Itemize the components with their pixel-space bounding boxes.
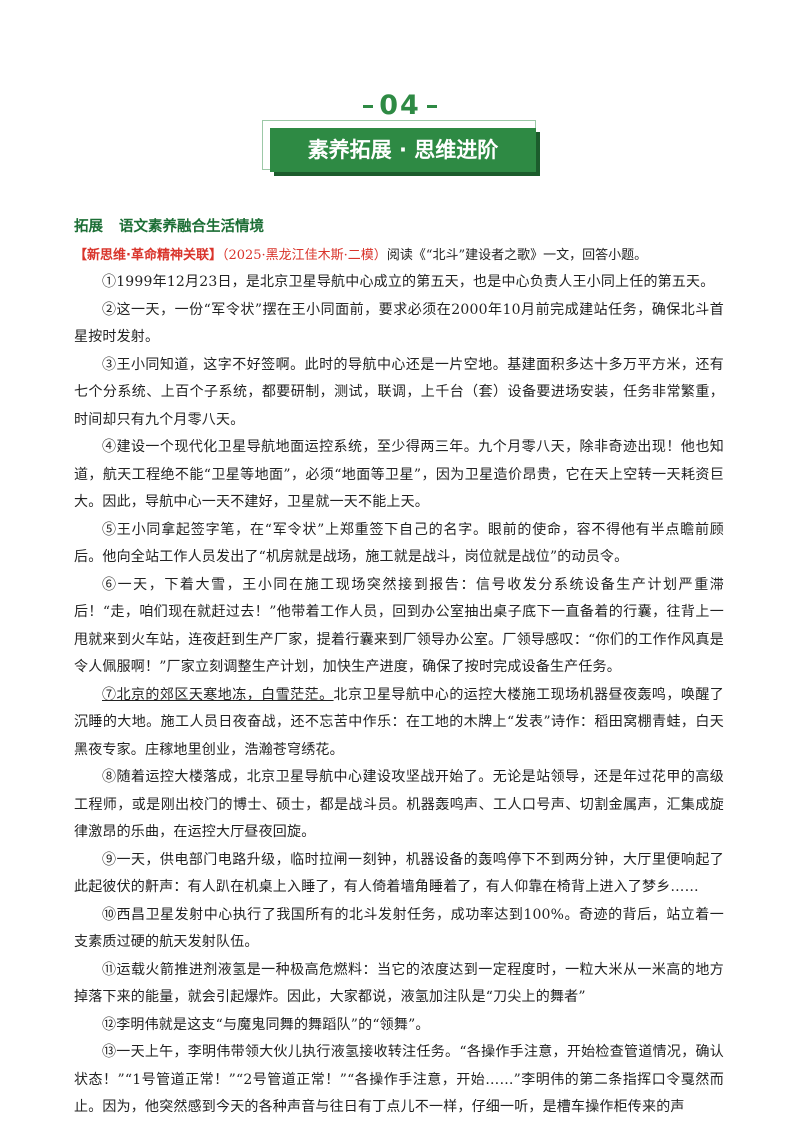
paragraph-12: ⑫李明伟就是这支“与魔鬼同舞的舞蹈队”的“领舞”。: [102, 1016, 430, 1033]
section-label: 拓展: [74, 219, 103, 235]
source-text: 阅读《“北斗”建设者之歌》一文，回答小题。: [386, 247, 648, 263]
paragraph-6: ⑥一天，下着大雪，王小同在施工现场突然接到报告：信号收发分系统设备生产计划严重滞…: [74, 576, 724, 676]
paragraph-10: ⑩西昌卫星发射中心执行了我国所有的北斗发射任务，成功率达到100%。奇迹的背后，…: [74, 906, 724, 951]
section-banner: 素养拓展 · 思维进阶: [262, 120, 536, 172]
source-info: （2025·黑龙江佳木斯·二模）: [221, 247, 387, 263]
paragraph-2: ②这一天，一份“军令状”摆在王小同面前，要求必须在2000年10月前完成建站任务…: [74, 301, 724, 346]
paragraph-1: ①1999年12月23日，是北京卫星导航中心成立的第五天，也是中心负责人王小同上…: [102, 274, 715, 290]
document-body: 拓展语文素养融合生活情境 【新思维·革命精神关联】（2025·黑龙江佳木斯·二模…: [74, 214, 724, 1122]
section-number-text: 04: [379, 90, 421, 121]
paragraph-9: ⑨一天，供电部门电路升级，临时拉闸一刻钟，机器设备的轰鸣停下不到两分钟，大厅里便…: [74, 851, 724, 896]
source-tag: 【新思维·革命精神关联】: [74, 247, 222, 263]
paragraph-7-rest: 北京卫星导航中心的运控大楼施工现场机器昼夜轰鸣，唤醒了沉睡的大地。施工人员日夜奋…: [74, 686, 724, 758]
paragraph-13: ⑬一天上午，李明伟带领大伙儿执行液氢接收转注任务。“各操作手注意，开始检查管道情…: [74, 1044, 724, 1115]
paragraph-7: ⑦北京的郊区天寒地冻，白雪茫茫。北京卫星导航中心的运控大楼施工现场机器昼夜轰鸣，…: [74, 682, 724, 765]
source-line: 【新思维·革命精神关联】（2025·黑龙江佳木斯·二模）阅读《“北斗”建设者之歌…: [74, 242, 724, 270]
paragraph-3: ③王小同知道，这字不好签啊。此时的导航中心还是一片空地。基建面积多达十多万平方米…: [74, 356, 724, 428]
dash-right: [426, 105, 437, 108]
section-title: 语文素养融合生活情境: [119, 219, 264, 235]
paragraph-4: ④建设一个现代化卫星导航地面运控系统，至少得两三年。九个月零八天，除非奇迹出现！…: [74, 439, 724, 510]
paragraph-8: ⑧随着运控大楼落成，北京卫星导航中心建设攻坚战开始了。无论是站领导，还是年过花甲…: [74, 769, 724, 840]
dash-left: [363, 105, 374, 108]
paragraph-5: ⑤王小同拿起签字笔，在“军令状”上郑重签下自己的名字。眼前的使命，容不得他有半点…: [74, 521, 724, 566]
section-number: 04: [0, 90, 800, 121]
section-heading: 拓展语文素养融合生活情境: [74, 214, 724, 242]
paragraph-7-underlined: ⑦北京的郊区天寒地冻，白雪茫茫。: [102, 686, 334, 703]
paragraph-11: ⑪运载火箭推进剂液氢是一种极高危燃料：当它的浓度达到一定程度时，一粒大米从一米高…: [74, 961, 724, 1006]
